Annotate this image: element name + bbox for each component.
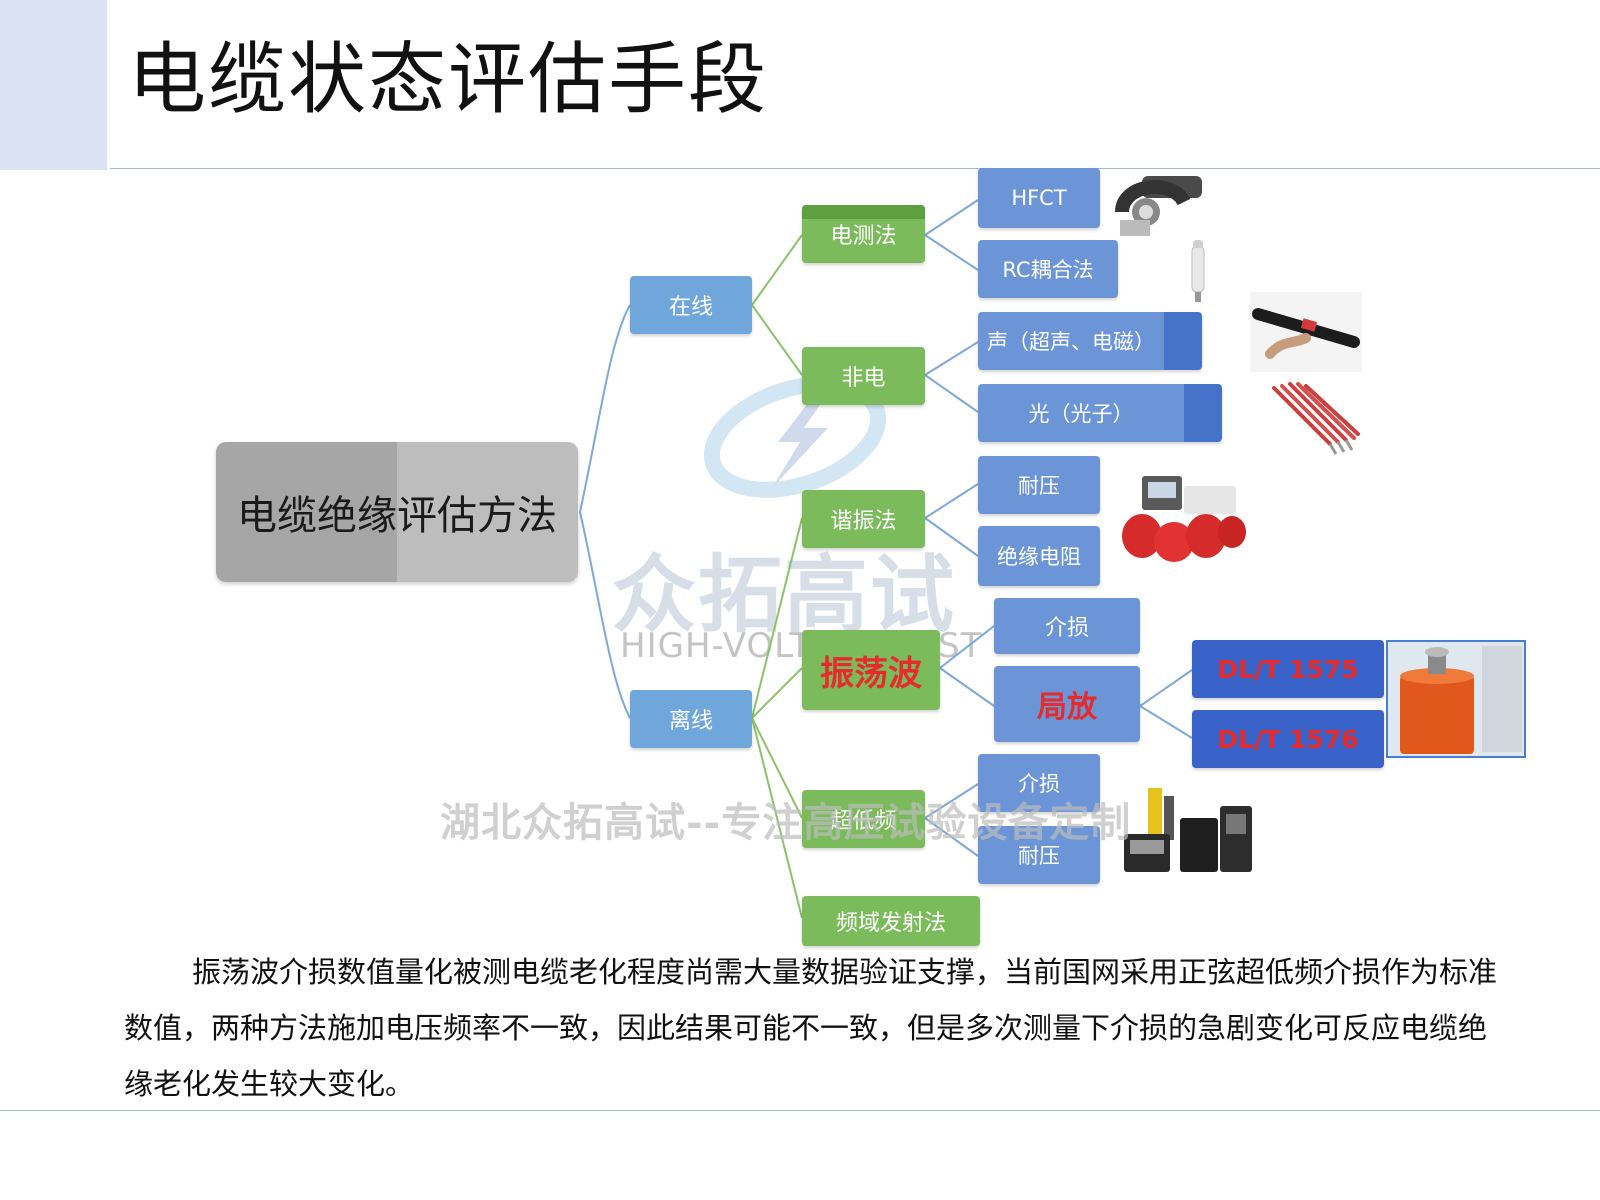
vlf-test-set-image (1124, 788, 1252, 872)
node-partial-discharge-label: 局放 (1037, 690, 1097, 725)
resonance-test-set-image (1122, 476, 1246, 562)
node-non-electric: 非电 (802, 347, 925, 405)
tree-root-node: 电缆绝缘评估方法 (216, 442, 578, 582)
node-standard-1576: DL/T 1576 (1192, 710, 1384, 768)
node-withstand-voltage-vlf: 耐压 (978, 826, 1100, 884)
node-insulation-resistance: 绝缘电阻 (978, 526, 1100, 586)
rc-coupler-image (1191, 240, 1205, 302)
node-hfct: HFCT (978, 168, 1100, 228)
node-resonance: 谐振法 (802, 490, 925, 548)
optical-sensor-image (1272, 382, 1360, 455)
node-freq-domain: 频域发射法 (802, 896, 980, 946)
watermark-logo-icon (703, 376, 887, 498)
hfct-sensor-image (1115, 176, 1202, 236)
node-oscillating-wave: 振荡波 (802, 630, 940, 710)
body-paragraph-text: 振荡波介损数值量化被测电缆老化程度尚需大量数据验证支撑，当前国网采用正弦超低频介… (124, 955, 1498, 1101)
node-electric-method-label: 电测法 (830, 224, 897, 249)
title-accent-block (0, 0, 107, 170)
node-withstand-voltage-resonance: 耐压 (978, 456, 1100, 514)
node-online: 在线 (630, 276, 752, 334)
footer-divider (0, 1110, 1600, 1111)
node-standard-1575: DL/T 1575 (1192, 640, 1384, 698)
node-rc-coupling: RC耦合法 (978, 240, 1118, 298)
node-electric-method: 电测法 (802, 205, 925, 263)
node-offline: 离线 (630, 690, 752, 748)
node-vlf: 超低频 (802, 790, 925, 848)
owt-test-system-image (1386, 640, 1526, 758)
node-acoustic: 声（超声、电磁） (978, 312, 1202, 370)
node-optical: 光（光子） (978, 384, 1222, 442)
acoustic-sensor-image (1250, 292, 1362, 372)
watermark-slogan: 湖北众拓高试--专注高压试验设备定制 (440, 799, 1132, 846)
standard-1575-label: DL/T 1575 (1217, 654, 1359, 684)
title-divider (110, 168, 1600, 169)
standard-1576-label: DL/T 1576 (1217, 724, 1359, 754)
body-paragraph: 振荡波介损数值量化被测电缆老化程度尚需大量数据验证支撑，当前国网采用正弦超低频介… (124, 944, 1514, 1112)
node-dielectric-loss-owt: 介损 (994, 598, 1140, 654)
node-partial-discharge: 局放 (994, 666, 1140, 742)
node-oscillating-wave-label: 振荡波 (820, 653, 922, 694)
node-dielectric-loss-vlf: 介损 (978, 754, 1100, 812)
page-title: 电缆状态评估手段 (128, 35, 769, 125)
